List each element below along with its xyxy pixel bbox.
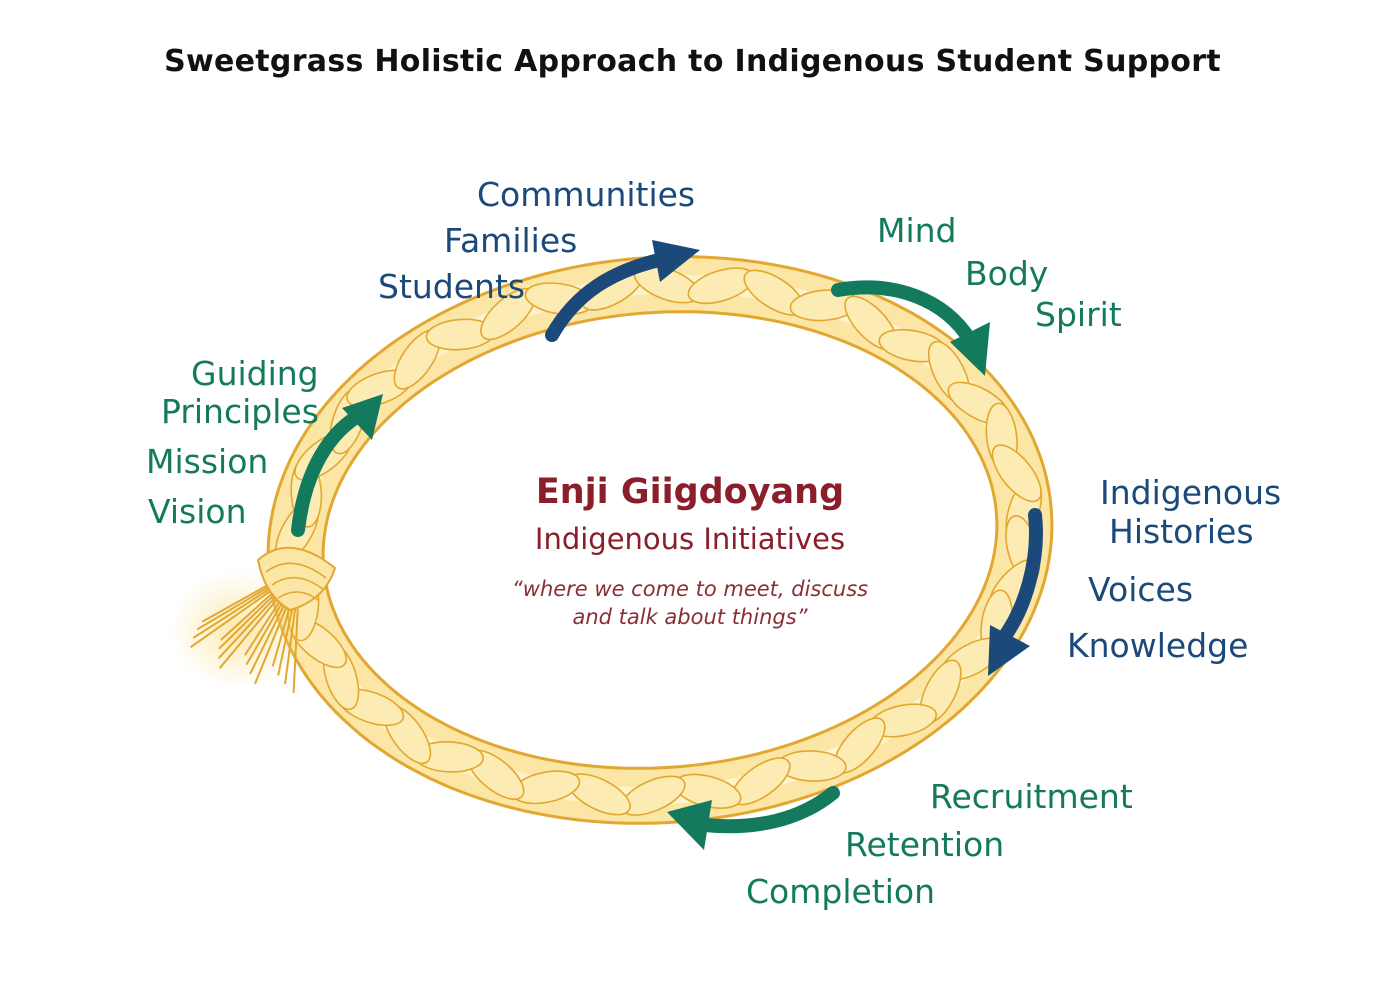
label-body: Body xyxy=(965,254,1049,293)
diagram-title: Sweetgrass Holistic Approach to Indigeno… xyxy=(164,44,1221,79)
tassel-fiber xyxy=(271,599,293,667)
label-communities: Communities xyxy=(477,175,696,214)
label-spirit: Spirit xyxy=(1035,295,1122,334)
tassel-fiber xyxy=(192,586,273,639)
label-recruitment: Recruitment xyxy=(930,777,1133,816)
arrow-success xyxy=(667,786,840,850)
label-indigenous: Indigenous xyxy=(1100,473,1282,512)
tassel-fiber xyxy=(190,587,275,649)
tassel-fiber xyxy=(218,590,279,650)
tassel-fiber xyxy=(220,589,277,641)
label-families: Families xyxy=(444,221,578,260)
tassel-fiber xyxy=(196,585,271,631)
label-vision: Vision xyxy=(148,492,247,531)
tassel-fiber xyxy=(201,584,269,623)
label-voices: Voices xyxy=(1088,570,1194,609)
tassel-fiber xyxy=(249,596,289,675)
arrow-knowledge xyxy=(988,508,1043,676)
tassel-fiber xyxy=(254,597,291,685)
braid-tassel xyxy=(170,546,337,693)
label-guiding: Guiding xyxy=(191,354,319,393)
label-students: Students xyxy=(378,267,526,306)
arrow-guiding xyxy=(291,394,383,537)
label-principles: Principles xyxy=(161,392,319,431)
braid-strand xyxy=(991,444,1042,503)
tassel-fiber xyxy=(244,594,285,656)
center-subtitle: Indigenous Initiatives xyxy=(534,522,846,556)
tassel-fiber xyxy=(284,601,297,685)
tassel-fiber xyxy=(277,600,295,676)
tassel-fiber xyxy=(245,595,287,665)
center-title: Enji Giigdoyang xyxy=(535,472,845,512)
label-completion: Completion xyxy=(746,872,936,911)
arrow-wellness xyxy=(831,280,990,376)
label-knowledge: Knowledge xyxy=(1067,626,1249,665)
tassel-fiber xyxy=(218,592,283,669)
arrow-people xyxy=(545,240,700,342)
center-quote-line-2: and talk about things” xyxy=(572,605,808,629)
label-mission: Mission xyxy=(146,442,269,481)
center-quote: “where we come to meet, discuss and talk… xyxy=(440,575,940,631)
center-quote-line-1: “where we come to meet, discuss xyxy=(511,577,869,601)
tassel-fiber xyxy=(292,602,299,693)
label-mind: Mind xyxy=(877,211,957,250)
label-retention: Retention xyxy=(845,825,1005,864)
tassel-fiber xyxy=(217,591,281,659)
label-histories: Histories xyxy=(1109,512,1254,551)
tassel-fibers xyxy=(190,584,299,693)
